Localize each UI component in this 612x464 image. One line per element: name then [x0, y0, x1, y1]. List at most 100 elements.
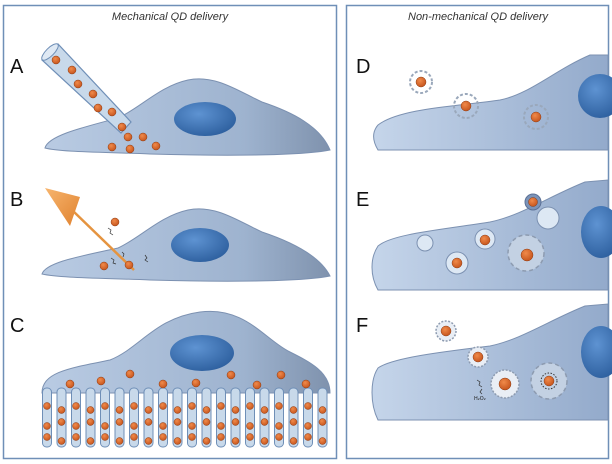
- quantum-dot: [115, 437, 124, 445]
- quantum-dot: [130, 402, 138, 410]
- cell-d: [373, 54, 612, 151]
- nanoneedle: [129, 387, 139, 448]
- nanoneedle: [259, 387, 270, 448]
- quantum-dot: [231, 437, 240, 445]
- endocytosis-vesicles: [416, 193, 560, 275]
- quantum-dot: [318, 437, 327, 445]
- quantum-dot: [125, 369, 135, 379]
- nanoneedle: [230, 387, 241, 448]
- quantum-dot: [246, 402, 254, 410]
- quantum-dot: [67, 65, 77, 75]
- quantum-dot: [276, 370, 286, 380]
- quantum-dot: [289, 437, 298, 445]
- nanoneedle: [100, 387, 110, 448]
- quantum-dot: [144, 437, 153, 445]
- nanoneedle: [317, 387, 328, 448]
- quantum-dot: [191, 378, 201, 388]
- quantum-dot: [43, 433, 51, 441]
- panel-label-b: B: [10, 189, 23, 211]
- quantum-dot: [520, 248, 534, 262]
- quantum-dot: [202, 418, 211, 426]
- quantum-dot: [144, 418, 153, 426]
- left-panel-title: Mechanical QD delivery: [112, 11, 230, 23]
- nanoneedle: [187, 387, 197, 448]
- quantum-dot: [107, 142, 117, 152]
- quantum-dot: [188, 433, 196, 441]
- panel-label-c: C: [10, 315, 24, 337]
- panel-label-d: D: [356, 56, 370, 78]
- quantum-dot: [528, 197, 538, 207]
- quantum-dot: [231, 418, 240, 426]
- quantum-dot: [217, 402, 225, 410]
- nanoneedle: [288, 387, 299, 448]
- quantum-dot: [101, 402, 109, 410]
- quantum-dot: [86, 418, 95, 426]
- quantum-dot: [43, 402, 51, 410]
- quantum-dot: [72, 433, 80, 441]
- quantum-dot: [260, 418, 269, 426]
- quantum-dot: [107, 107, 117, 117]
- quantum-dot: [65, 379, 75, 389]
- panel-label-e: E: [356, 189, 369, 211]
- nanoneedle: [85, 387, 96, 448]
- quantum-dot: [159, 422, 167, 430]
- quantum-dot: [252, 380, 262, 390]
- quantum-dot: [304, 402, 312, 410]
- quantum-dot: [226, 370, 236, 380]
- quantum-dot: [543, 375, 555, 387]
- nanoneedle: [303, 387, 313, 448]
- qd-group-f: H₂O₂: [435, 320, 568, 402]
- quantum-dot: [73, 79, 83, 89]
- quantum-dot: [479, 234, 491, 246]
- quantum-dot: [275, 433, 283, 441]
- quantum-dot: [304, 422, 312, 430]
- quantum-dot: [202, 406, 211, 414]
- quantum-dot: [158, 379, 168, 389]
- quantum-dot: [115, 406, 124, 414]
- quantum-dot: [151, 141, 161, 151]
- quantum-dot: [188, 422, 196, 430]
- quantum-dot: [138, 132, 148, 142]
- quantum-dot: [159, 433, 167, 441]
- quantum-dot: [125, 144, 135, 154]
- quantum-dot: [289, 406, 298, 414]
- quantum-dot: [57, 406, 66, 414]
- quantum-dot: [246, 422, 254, 430]
- nanoneedle: [201, 387, 212, 448]
- quantum-dot: [57, 418, 66, 426]
- quantum-dot: [217, 422, 225, 430]
- nanoneedle-array: [42, 387, 328, 448]
- quantum-dot: [101, 422, 109, 430]
- quantum-dot: [93, 103, 103, 113]
- quantum-dot: [117, 122, 127, 132]
- nucleus-b: [171, 228, 229, 262]
- nanoneedle: [71, 387, 81, 448]
- panel-label-a: A: [10, 56, 24, 78]
- nucleus-c: [170, 335, 234, 371]
- quantum-dot: [304, 433, 312, 441]
- quantum-dot: [440, 325, 452, 337]
- quantum-dot: [260, 406, 269, 414]
- quantum-dot: [472, 351, 484, 363]
- quantum-dot: [43, 422, 51, 430]
- quantum-dot: [217, 433, 225, 441]
- quantum-dot: [88, 89, 98, 99]
- qd-group-c: [65, 369, 311, 390]
- afm-tip: [45, 188, 135, 271]
- quantum-dot: [498, 377, 512, 391]
- quantum-dot: [72, 402, 80, 410]
- quantum-dot: [301, 379, 311, 389]
- qd-group-a: [51, 55, 161, 154]
- nanoneedle: [274, 387, 284, 448]
- quantum-dot: [202, 437, 211, 445]
- nucleus-e: [581, 206, 612, 258]
- panel-label-f: F: [356, 315, 368, 337]
- quantum-dot: [99, 261, 109, 271]
- quantum-dot: [231, 406, 240, 414]
- qd-group-b: [99, 217, 149, 271]
- quantum-dot: [260, 437, 269, 445]
- quantum-dot: [460, 100, 472, 112]
- quantum-dot: [110, 217, 120, 227]
- nanoneedle: [245, 387, 255, 448]
